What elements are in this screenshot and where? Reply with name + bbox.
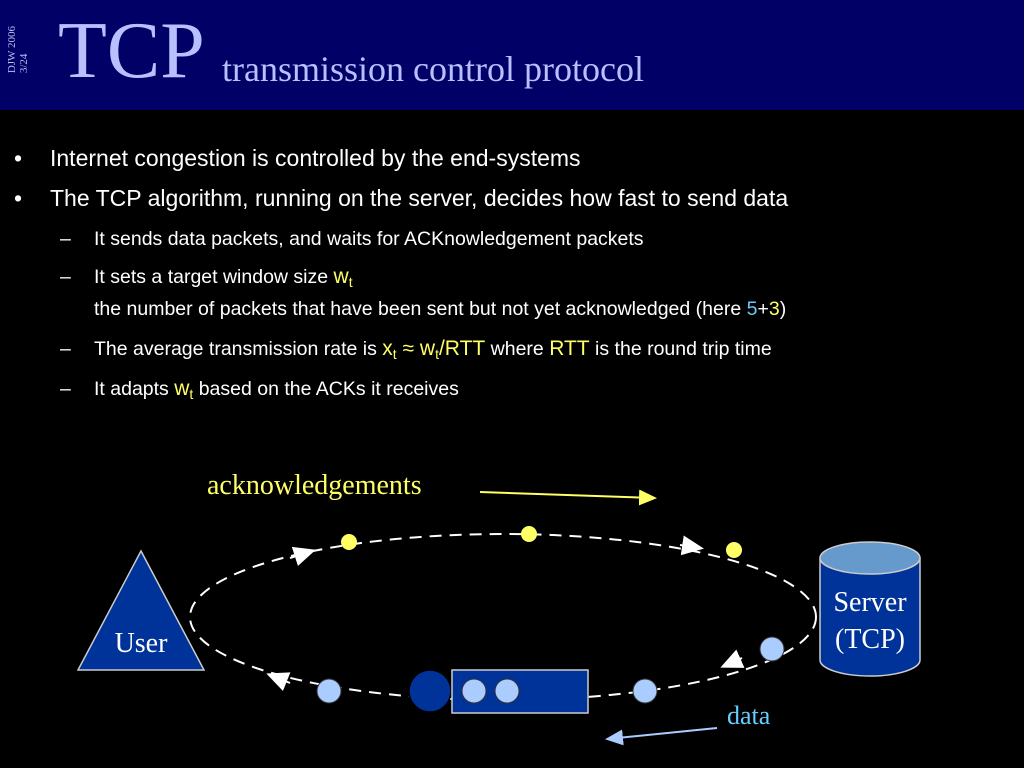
bullet-marker: • [14, 185, 23, 211]
queued-packet [461, 678, 487, 704]
sub-bullet-text: It adapts wt based on the ACKs it receiv… [94, 377, 459, 402]
slide-title: TCP [58, 7, 205, 95]
data-packet [632, 678, 658, 704]
loop-arrow-icon [266, 672, 291, 691]
acknowledgements-label: acknowledgements [207, 470, 422, 501]
bullet-text: Internet congestion is controlled by the… [50, 145, 581, 171]
data-label: data [727, 701, 771, 730]
sub-bullet-marker: – [60, 378, 71, 400]
sub-bullet-text: It sets a target window size wt [94, 265, 353, 290]
sub-bullet-text: It sends data packets, and waits for ACK… [94, 228, 644, 250]
bullet-marker: • [14, 145, 23, 171]
loop-arrow-icon [679, 535, 704, 556]
sub-bullet-marker: – [60, 228, 71, 250]
sub-bullet-marker: – [60, 266, 71, 288]
server-top [819, 541, 921, 575]
bullet-text: The TCP algorithm, running on the server… [50, 185, 789, 211]
server-node [819, 558, 921, 677]
sub-bullet-text: The average transmission rate is xt ≈ wt… [94, 337, 772, 362]
ack-packet [521, 526, 537, 542]
loop-arrow-icon [720, 649, 745, 668]
user-label: User [115, 628, 169, 659]
sub-bullet-marker: – [60, 338, 71, 360]
transmission-loop [189, 533, 817, 701]
ack-packet [726, 542, 742, 558]
server-label: Server [833, 587, 907, 618]
loop-arrow-icon [289, 546, 316, 566]
title-bar: DJW 2006 3/24 TCP transmission control p… [0, 0, 1024, 110]
queued-packet [494, 678, 520, 704]
ack-packet [341, 534, 357, 550]
ack-direction-arrow-icon [479, 489, 657, 506]
server-label-sub: (TCP) [835, 624, 905, 655]
data-packet [316, 678, 342, 704]
router-node [408, 669, 452, 713]
user-node [76, 549, 206, 671]
slide-subtitle: transmission control protocol [222, 49, 644, 89]
data-direction-arrow-icon [605, 727, 718, 746]
data-packet [759, 636, 785, 662]
